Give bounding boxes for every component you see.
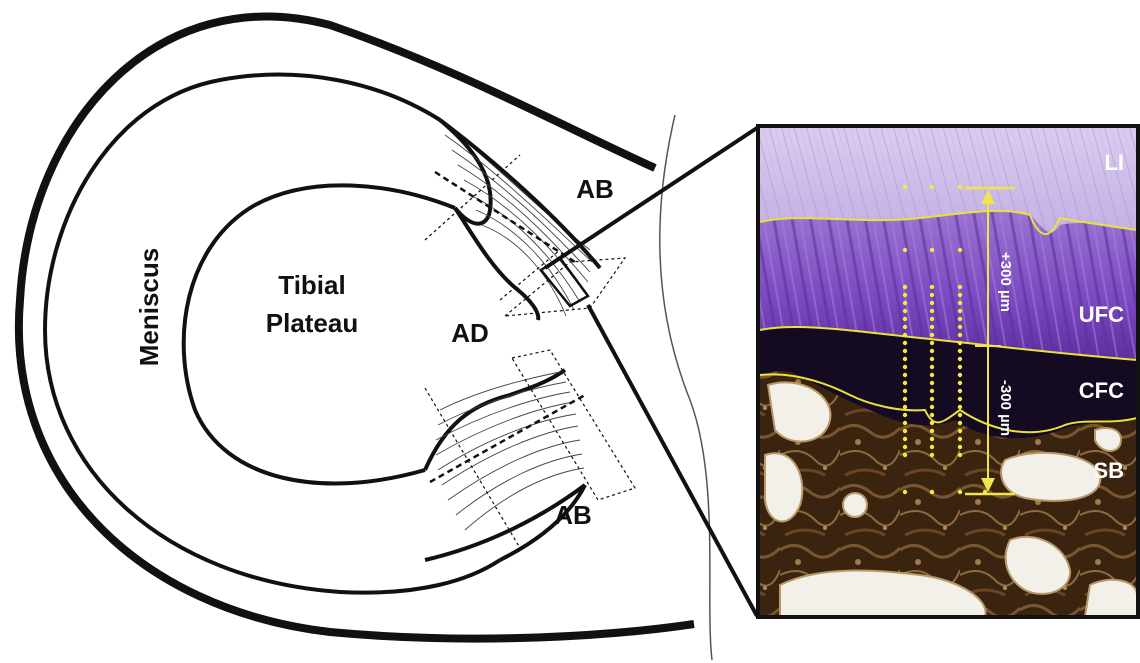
sampling-dot <box>958 373 962 377</box>
sampling-dot <box>903 325 907 329</box>
sampling-dot <box>930 373 934 377</box>
sampling-dot <box>903 293 907 297</box>
sampling-dot <box>958 301 962 305</box>
sampling-dot <box>903 405 907 409</box>
ab-top-label: AB <box>576 174 614 204</box>
sampling-dot <box>958 397 962 401</box>
sampling-dot <box>903 381 907 385</box>
sampling-dot <box>903 349 907 353</box>
sampling-dot <box>930 413 934 417</box>
sampling-dot <box>903 285 907 289</box>
sampling-dot <box>958 357 962 361</box>
posterior-horn <box>425 370 565 470</box>
tissue-boundary-curve <box>660 115 712 660</box>
sampling-dot <box>903 397 907 401</box>
sampling-dot <box>958 490 962 494</box>
sampling-dot <box>903 490 907 494</box>
sampling-dot <box>930 293 934 297</box>
sampling-dot <box>903 333 907 337</box>
meniscus-label: Meniscus <box>134 248 164 367</box>
sampling-dot <box>930 437 934 441</box>
sampling-dot <box>930 490 934 494</box>
tibial-plateau-label-line2: Plateau <box>266 308 359 338</box>
sampling-dot <box>930 429 934 433</box>
sampling-dot <box>958 389 962 393</box>
sampling-dot <box>930 445 934 449</box>
sampling-dot <box>930 317 934 321</box>
sampling-dot <box>903 309 907 313</box>
sampling-dot <box>930 381 934 385</box>
sampling-dot <box>958 405 962 409</box>
sampling-dot <box>930 357 934 361</box>
sampling-dot <box>930 365 934 369</box>
sb-zone-label: SB <box>1093 458 1124 483</box>
sampling-dot <box>903 248 907 252</box>
dashed-annotations <box>425 155 635 548</box>
ad-label: AD <box>451 318 489 348</box>
sampling-dot <box>958 429 962 433</box>
sampling-dot <box>958 248 962 252</box>
plus-300-um-label: +300 µm <box>997 252 1014 312</box>
sampling-dot <box>903 373 907 377</box>
sampling-dot <box>958 317 962 321</box>
sampling-dot <box>930 333 934 337</box>
sampling-dot <box>958 453 962 457</box>
sampling-dot <box>958 445 962 449</box>
minus-300-um-label: -300 µm <box>997 380 1014 436</box>
sampling-dot <box>930 285 934 289</box>
sampling-dot <box>903 437 907 441</box>
sampling-dot <box>930 349 934 353</box>
sampling-dot <box>958 437 962 441</box>
sampling-dot <box>903 389 907 393</box>
sampling-dot <box>903 317 907 321</box>
sampling-dot <box>958 413 962 417</box>
sampling-dot <box>958 325 962 329</box>
connector-line-bottom <box>588 305 757 616</box>
sampling-dot <box>958 293 962 297</box>
sampling-dot <box>958 381 962 385</box>
sampling-dot <box>903 429 907 433</box>
sampling-dot <box>930 397 934 401</box>
sampling-dot <box>930 405 934 409</box>
sampling-dot <box>903 365 907 369</box>
sampling-dot <box>930 309 934 313</box>
histology-inset: +300 µm -300 µm LI UFC CFC SB <box>760 128 1137 616</box>
sampling-dot <box>930 185 934 189</box>
li-zone-label: LI <box>1104 150 1124 175</box>
sampling-dot <box>958 349 962 353</box>
tibial-plateau-label-line1: Tibial <box>278 270 345 300</box>
sampling-dot <box>958 285 962 289</box>
sampling-dot <box>958 185 962 189</box>
sampling-dot <box>958 309 962 313</box>
sampling-dot <box>903 453 907 457</box>
ab-bottom-label: AB <box>554 500 592 530</box>
sampling-dot <box>903 445 907 449</box>
sampling-dot <box>903 421 907 425</box>
cfc-zone-label: CFC <box>1079 378 1124 403</box>
sampling-dot <box>958 421 962 425</box>
sampling-dot <box>903 301 907 305</box>
sampling-dot <box>930 248 934 252</box>
sampling-dot <box>930 453 934 457</box>
sampling-dot <box>903 357 907 361</box>
sampling-dot <box>930 301 934 305</box>
sampling-dot <box>903 185 907 189</box>
sampling-dot <box>903 413 907 417</box>
sampling-dot <box>930 325 934 329</box>
sampling-dot <box>930 389 934 393</box>
ufc-zone-label: UFC <box>1079 302 1124 327</box>
sampling-dot <box>930 421 934 425</box>
sampling-dot <box>958 365 962 369</box>
sampling-dot <box>958 341 962 345</box>
sampling-dot <box>958 333 962 337</box>
sampling-dot <box>903 341 907 345</box>
sampling-dot <box>930 341 934 345</box>
